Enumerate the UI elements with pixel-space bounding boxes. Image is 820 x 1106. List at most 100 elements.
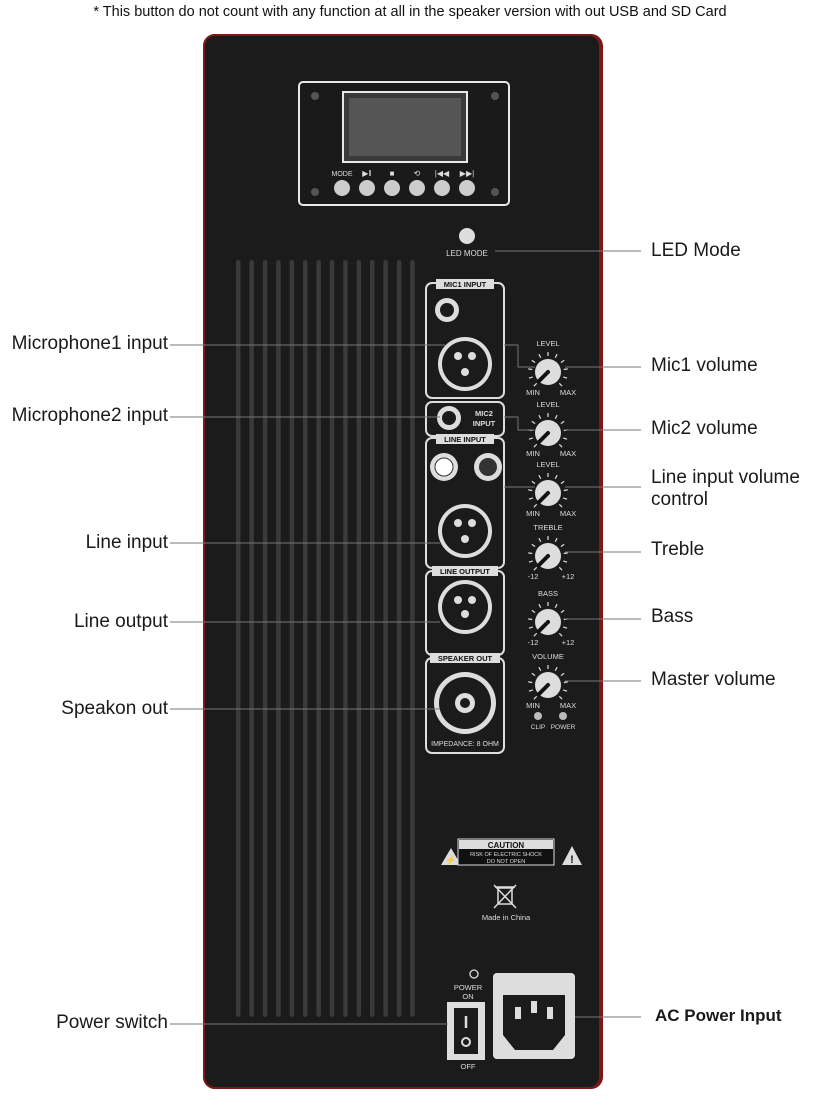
player-button-caption: ■ (390, 169, 395, 178)
caution-label: ⚡ CAUTION RISK OF ELECTRIC SHOCK DO NOT … (441, 838, 582, 866)
rotary-knob[interactable] (528, 602, 568, 637)
power-caption: POWER (454, 983, 483, 992)
heat-sink-fin (410, 260, 415, 1017)
rotary-knob[interactable] (528, 665, 568, 700)
player-button-caption: ▶▶| (460, 169, 474, 178)
heat-sink-fin (303, 260, 308, 1017)
label-power-switch: Power switch (56, 1012, 168, 1033)
rotary-knob[interactable] (528, 352, 568, 387)
svg-text:CAUTION: CAUTION (488, 841, 525, 850)
knob-min-caption: MIN (526, 388, 540, 397)
knob-max-caption: MAX (560, 701, 576, 710)
heat-sink-fin (289, 260, 295, 1017)
heat-sink-fin (396, 260, 402, 1017)
label-line-volume-2: control (651, 489, 709, 510)
heat-sink-fin (383, 260, 388, 1017)
recycle-bin-icon (493, 884, 517, 909)
footnote: * This button do not count with any func… (93, 4, 727, 20)
player-button-caption: MODE (332, 171, 353, 178)
power-led (559, 712, 567, 720)
label-line-volume-1: Line input volume (651, 467, 800, 488)
knob-max-caption: +12 (562, 638, 575, 647)
heat-sink-fin (249, 260, 254, 1017)
knob-min-caption: MIN (526, 701, 540, 710)
svg-text:DO NOT OPEN: DO NOT OPEN (487, 859, 525, 865)
label-microphone2-input: Microphone2 input (11, 405, 168, 426)
label-treble: Treble (651, 539, 705, 560)
heat-sink-fin (329, 260, 335, 1017)
label-bass: Bass (651, 606, 694, 627)
clip-caption: CLIP (531, 724, 545, 731)
player-button-caption: |◀◀ (435, 169, 450, 178)
label-mic1-volume: Mic1 volume (651, 355, 758, 376)
media-player-module (298, 81, 510, 206)
player-button[interactable] (359, 180, 375, 196)
mic2-title-2: INPUT (473, 419, 496, 428)
player-button-caption: ⟲ (414, 169, 421, 178)
heat-sink-fin (316, 260, 321, 1017)
line-output-section-title: LINE OUTPUT (440, 567, 490, 576)
callout-lines (170, 250, 641, 1025)
knob-max-caption: MAX (560, 509, 576, 518)
heat-sink-fin (236, 260, 241, 1017)
svg-text:⚡: ⚡ (445, 854, 456, 866)
label-led-mode: LED Mode (651, 240, 741, 261)
knob-min-caption: MIN (526, 509, 540, 518)
mic2-title-1: MIC2 (475, 409, 493, 418)
heat-sink-fin (356, 260, 362, 1017)
ac-power-inlet[interactable] (493, 973, 575, 1059)
line-input-xlr-jack[interactable] (438, 504, 492, 558)
line-input-rca-jacks[interactable] (430, 453, 502, 481)
clip-led (534, 712, 542, 720)
heat-sink-fin (276, 260, 281, 1017)
made-in-caption: Made in China (482, 913, 531, 922)
player-button[interactable] (409, 180, 425, 196)
heat-sink-fin (262, 260, 268, 1017)
knob-caption: VOLUME (532, 652, 564, 661)
knob-caption: LEVEL (536, 400, 559, 409)
line-input-section-title: LINE INPUT (444, 435, 486, 444)
knob-max-caption: MAX (560, 449, 576, 458)
heat-sink-fin (370, 260, 375, 1017)
speakon-jack[interactable] (434, 672, 496, 734)
player-button[interactable] (434, 180, 450, 196)
player-button-caption: ▶‖ (362, 169, 371, 178)
label-mic2-volume: Mic2 volume (651, 418, 758, 439)
impedance-caption: IMPEDANCE: 8 OHM (431, 741, 499, 748)
rotary-knob[interactable] (528, 473, 568, 508)
mic1-section-title: MIC1 INPUT (444, 280, 487, 289)
knob-max-caption: MAX (560, 388, 576, 397)
knob-caption: LEVEL (536, 339, 559, 348)
label-line-output: Line output (73, 611, 168, 632)
knob-caption: TREBLE (533, 523, 562, 532)
led-mode-caption: LED MODE (446, 249, 488, 258)
mic2-jack[interactable] (437, 406, 461, 430)
heat-sink (236, 260, 415, 1017)
heat-sink-fin (343, 260, 348, 1017)
power-switch[interactable] (447, 1002, 485, 1060)
power-on-caption: ON (462, 992, 473, 1001)
speaker-out-section-title: SPEAKER OUT (438, 654, 493, 663)
knob-caption: LEVEL (536, 460, 559, 469)
power-off-caption: OFF (461, 1062, 476, 1071)
player-button[interactable] (384, 180, 400, 196)
knob-min-caption: -12 (528, 638, 539, 647)
knob-min-caption: -12 (528, 572, 539, 581)
knob-caption: BASS (538, 589, 558, 598)
mic1-xlr-jack[interactable] (438, 337, 492, 391)
led-mode-button[interactable] (459, 228, 475, 244)
svg-text:RISK OF ELECTRIC SHOCK: RISK OF ELECTRIC SHOCK (470, 852, 542, 858)
line-output-xlr-jack[interactable] (438, 580, 492, 634)
rotary-knob[interactable] (528, 536, 568, 571)
svg-text:!: ! (570, 854, 574, 866)
label-ac-power-input: AC Power Input (655, 1006, 782, 1025)
player-button[interactable] (459, 180, 475, 196)
player-button[interactable] (334, 180, 350, 196)
label-speakon-out: Speakon out (61, 698, 168, 719)
knob-max-caption: +12 (562, 572, 575, 581)
label-master-volume: Master volume (651, 669, 776, 690)
mic1-jack-quarter[interactable] (435, 298, 459, 322)
power-led-caption: POWER (551, 724, 576, 731)
speaker-back-panel (203, 34, 601, 1089)
